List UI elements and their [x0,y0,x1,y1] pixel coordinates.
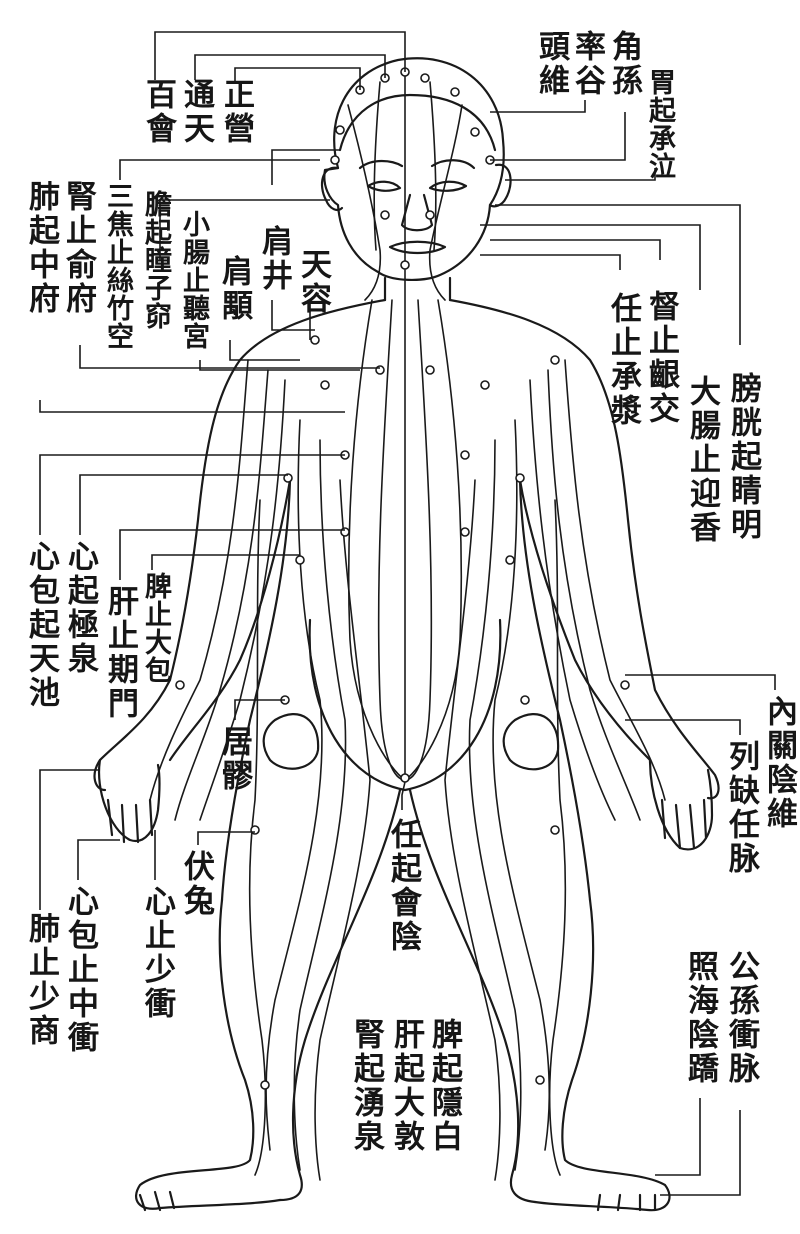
label-jiaosun: 角孫 [606,30,642,98]
neck [383,276,452,302]
label-dan-qi-tongziliao: 膽起瞳子窌 [140,190,171,330]
acupoints [175,67,630,1090]
left-arm-inner [168,478,292,762]
label-zhaohai-yinqiao: 照海陰蹻 [682,950,718,1086]
right-leg-outer [533,898,671,1212]
label-shen-qi-yongquan: 腎起湧泉 [348,1018,384,1154]
left-hand [97,758,161,843]
ear-right [488,163,512,208]
label-wei-qi-chengqi: 胃起承泣 [644,68,675,180]
right-arm-inner [518,478,652,762]
label-shen-zhi-shufu: 腎止俞府 [60,180,96,316]
label-baihui: 百會 [140,78,176,146]
hairline [338,93,497,152]
label-jianyu: 肩顒 [216,255,252,323]
right-leg-inner [408,788,537,1204]
label-gongsun-chongmai: 公孫衝脉 [723,950,759,1086]
label-xinbao-qi-tianchi: 心包起天池 [23,540,59,710]
label-lieque-renmai: 列缺任脉 [723,740,759,876]
label-pangguang-qi-jingming: 膀胱起睛明 [725,372,761,542]
label-xin-qi-jiquan: 心起極泉 [62,540,98,676]
nose [400,193,434,232]
meridian-lines [149,67,666,1181]
label-xin-zhi-shaochong: 心止少衝 [139,885,175,1021]
label-tongtian: 通天 [178,78,214,146]
label-futu: 伏兔 [178,850,214,918]
label-neiguan-yinwei: 內關陰維 [761,695,797,831]
leader-lines [39,31,776,1196]
label-xiaochang-zhi-tinggong: 小腸止聽宮 [178,210,209,350]
head-outline [323,57,505,282]
label-jianjing: 肩井 [256,225,292,293]
label-dachang-zhi-yingxiang: 大腸止迎香 [684,375,720,545]
right-shoulder-arm [448,298,720,800]
label-fei-qi-zhongfu: 肺起中府 [23,180,59,316]
label-pi-zhi-dabao: 脾止大包 [140,572,171,684]
left-shoulder-arm [93,298,387,792]
torso-left [220,478,292,902]
mouth [388,240,447,255]
label-juliao: 居髎 [216,725,252,793]
abdomen-oval [308,618,502,792]
label-shuaigu: 率谷 [569,30,605,98]
label-fei-zhi-shaoshang: 肺止少商 [23,912,59,1048]
label-gan-zhi-qimen: 肝止期門 [102,585,138,721]
label-gan-qi-dadun: 肝起大敦 [388,1018,424,1154]
hip-left [262,713,320,770]
hip-right [502,713,560,771]
eye-left [366,180,402,192]
label-zhengying: 正營 [218,78,254,146]
brow-right [430,159,476,170]
label-sanjiao-zhi-sizhukong: 三焦止絲竹空 [102,182,133,350]
label-touwei: 頭維 [533,30,569,98]
label-tianrong: 天容 [295,248,331,316]
label-du-zhi-yinjiao: 督止齦交 [643,290,679,426]
label-xinbao-zhi-zhongchong: 心包止中衝 [62,885,98,1055]
label-ren-qi-huiyin: 任起會陰 [385,818,421,954]
label-ren-zhi-chengjiang: 任止承漿 [605,292,641,428]
torso-right [518,478,592,902]
eye-right [428,180,468,192]
brow-left [358,159,404,170]
label-pi-qi-yinbai: 脾起隱白 [426,1018,462,1154]
left-leg-inner [278,788,402,1202]
ear-left [320,166,344,211]
right-hand [648,758,714,851]
